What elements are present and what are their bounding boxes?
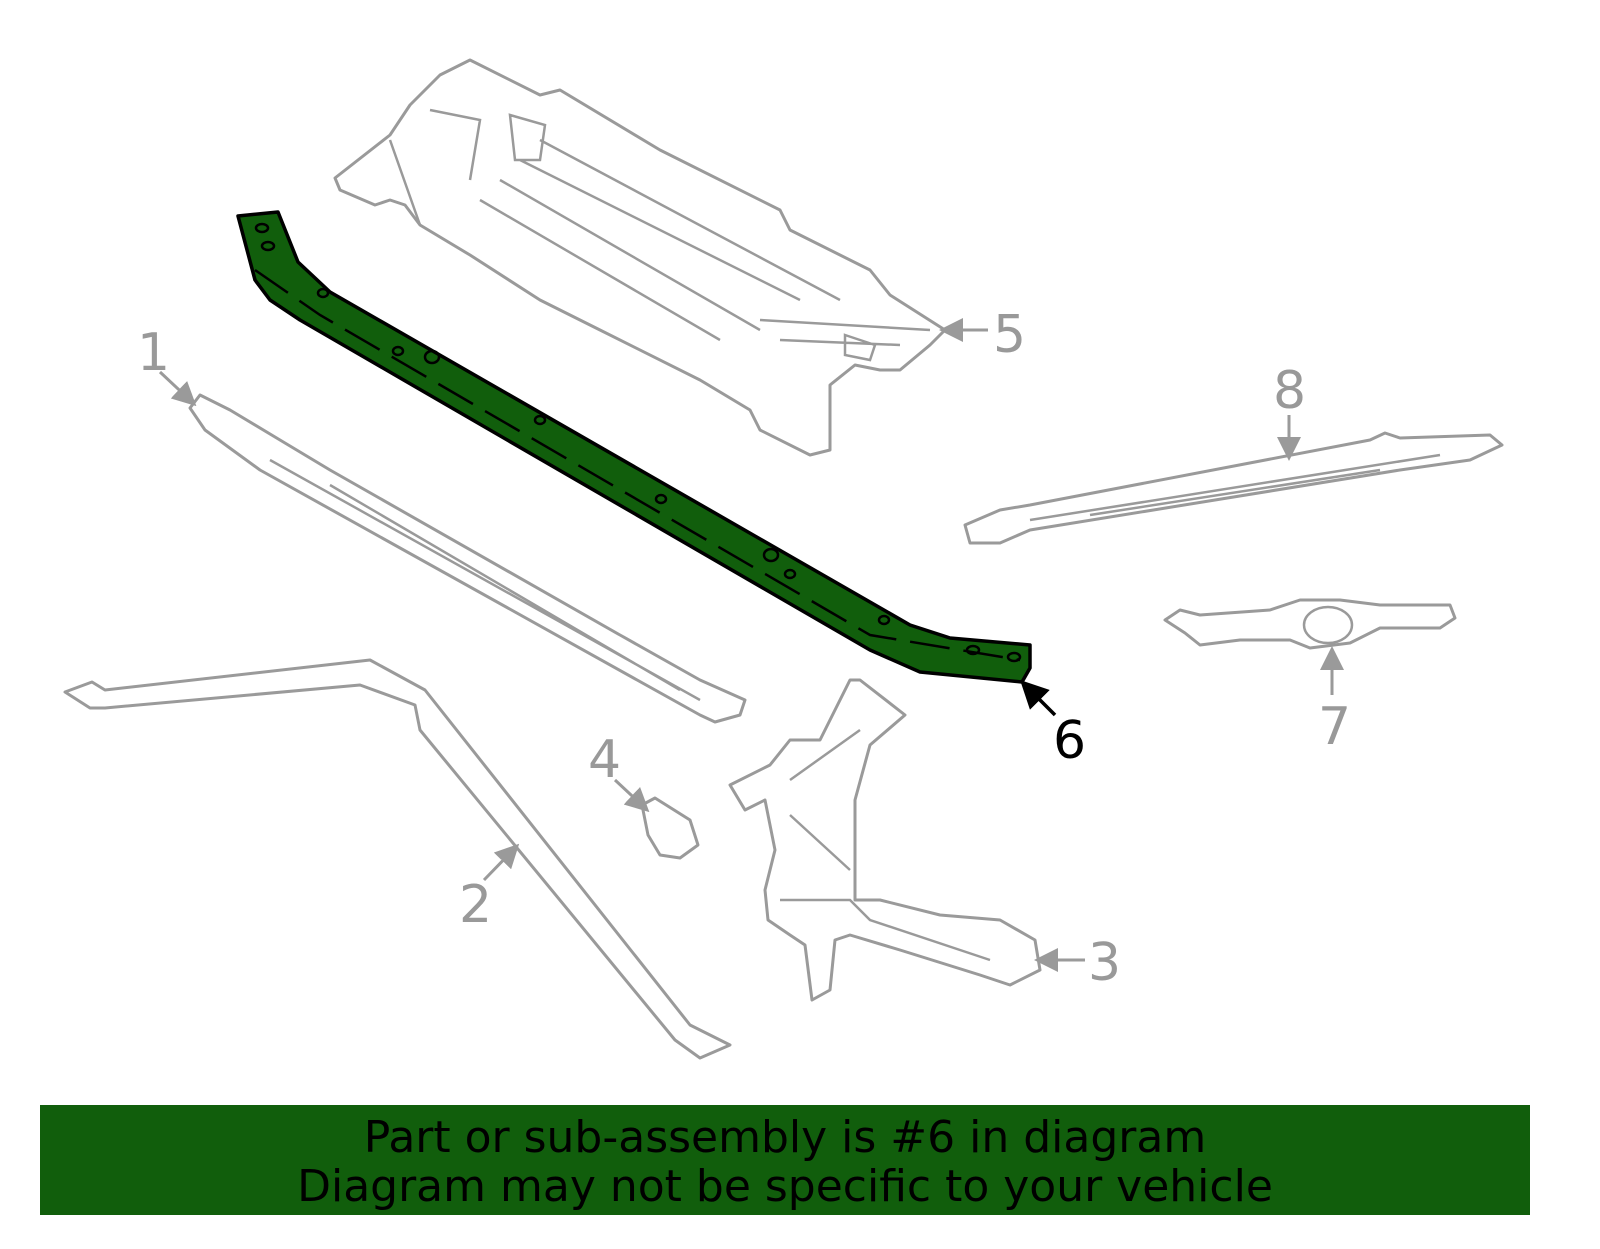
callout-1[interactable]: 1	[137, 323, 170, 383]
part-3-side-support[interactable]	[728, 678, 1042, 1002]
callout-3[interactable]: 3	[1088, 933, 1121, 993]
part-6-radiator-support-bar[interactable]	[236, 210, 1032, 684]
part-1-tie-bar[interactable]	[188, 393, 747, 724]
banner-line-2: Diagram may not be specific to your vehi…	[297, 1161, 1273, 1212]
callout-5[interactable]: 5	[993, 305, 1026, 365]
banner-line-1: Part or sub-assembly is #6 in diagram	[363, 1112, 1207, 1163]
callout-8[interactable]: 8	[1273, 361, 1306, 421]
callout-7[interactable]: 7	[1318, 697, 1351, 757]
part-2-brace[interactable]	[63, 658, 732, 1060]
callout-arrows	[158, 318, 1344, 972]
part-8-lower-bar[interactable]	[963, 431, 1504, 545]
info-banner: Part or sub-assembly is #6 in diagram Di…	[40, 1105, 1530, 1215]
callout-4[interactable]: 4	[588, 730, 621, 790]
callout-6[interactable]: 6	[1053, 711, 1086, 771]
callout-2[interactable]: 2	[459, 875, 492, 935]
part-4-bracket[interactable]	[640, 796, 700, 860]
part-7-bracket[interactable]	[1163, 598, 1457, 650]
part-5-upper-panel[interactable]	[333, 58, 947, 457]
